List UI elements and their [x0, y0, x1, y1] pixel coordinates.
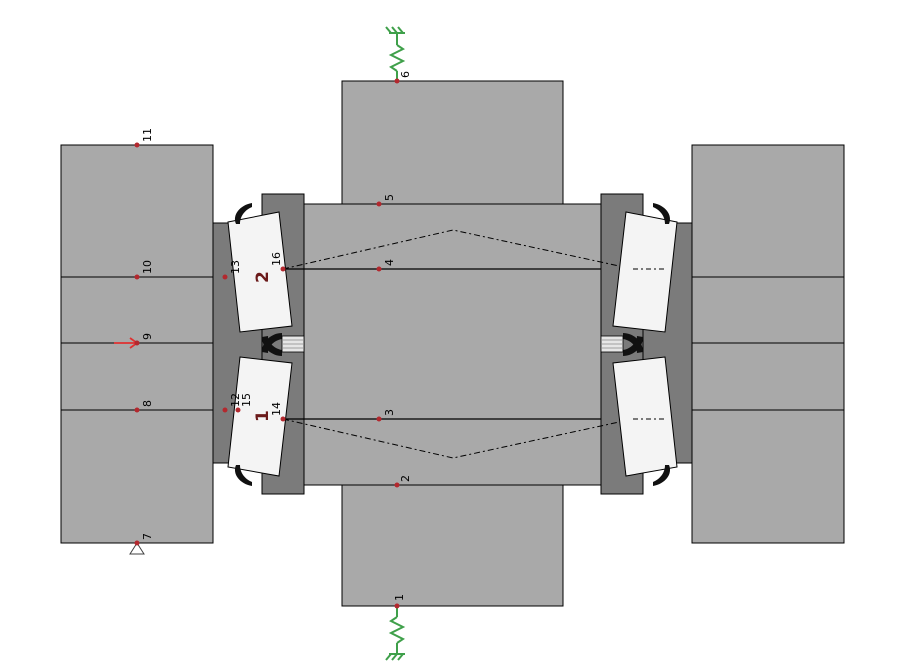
node-label-5: 5 — [383, 194, 396, 201]
node-11-dot — [134, 142, 140, 148]
node-13-dot — [222, 274, 228, 280]
node-8-dot — [134, 407, 140, 413]
node-label-2: 2 — [399, 475, 412, 482]
bearing-seal — [653, 203, 671, 224]
node-label-6: 6 — [399, 71, 412, 78]
right-bearing-lower — [612, 333, 678, 486]
node-label-12: 12 — [229, 393, 242, 407]
node-1-dot — [394, 603, 400, 609]
node-7-dot — [134, 540, 140, 546]
load-path-lower — [282, 418, 634, 459]
roller-element — [612, 356, 678, 477]
upper-shaft-block — [341, 80, 564, 206]
node-16-dot — [280, 266, 286, 272]
node-2-dot — [394, 482, 400, 488]
node-5-dot — [376, 201, 382, 207]
node-label-16: 16 — [270, 252, 283, 266]
roller-element — [612, 211, 678, 333]
node-label-3: 3 — [383, 409, 396, 416]
node-label-4: 4 — [383, 259, 396, 266]
node-label-14: 14 — [270, 402, 283, 416]
lower-shaft-block — [341, 484, 564, 607]
bearing-number-1: 1 — [253, 410, 273, 422]
pin-support-icon — [129, 542, 145, 555]
node-labels: 1 2 3 4 5 6 7 8 9 10 11 12 13 14 15 16 — [141, 71, 412, 601]
node-label-8: 8 — [141, 400, 154, 407]
left-bearing-upper — [227, 203, 293, 356]
node-label-7: 7 — [141, 533, 154, 540]
central-shaft — [261, 80, 644, 607]
node-12-dot — [222, 407, 228, 413]
top-spring — [385, 26, 406, 81]
node-9-dot — [134, 340, 140, 346]
node-15-dot — [235, 407, 241, 413]
bearing-seal — [653, 465, 671, 486]
bearing-number-2: 2 — [253, 271, 273, 283]
roller-element — [227, 211, 293, 333]
bearing-seal — [262, 333, 282, 353]
bearing-seal — [234, 465, 252, 486]
node-dots — [134, 78, 400, 609]
node-label-11: 11 — [141, 128, 154, 142]
left-housing — [60, 144, 269, 544]
bearing-seal — [623, 333, 643, 353]
node-label-15: 15 — [240, 393, 253, 407]
node-label-13: 13 — [229, 260, 242, 274]
node-label-10: 10 — [141, 260, 154, 274]
node-14-dot — [280, 416, 286, 422]
load-path-upper — [282, 229, 634, 270]
left-bearing-lower — [227, 333, 293, 486]
bottom-spring — [385, 606, 406, 661]
right-housing — [636, 144, 845, 544]
roller-element — [227, 356, 293, 477]
bearing-numbers: 1 2 — [253, 271, 273, 422]
node-3-dot — [376, 416, 382, 422]
node-label-1: 1 — [393, 594, 406, 601]
bearing-seal — [234, 203, 252, 224]
node-6-dot — [394, 78, 400, 84]
node-10-dot — [134, 274, 140, 280]
node-4-dot — [376, 266, 382, 272]
shaft-body — [303, 203, 602, 486]
node-label-9: 9 — [141, 333, 154, 340]
right-housing-block — [691, 144, 845, 544]
right-bearing-upper — [612, 203, 678, 356]
